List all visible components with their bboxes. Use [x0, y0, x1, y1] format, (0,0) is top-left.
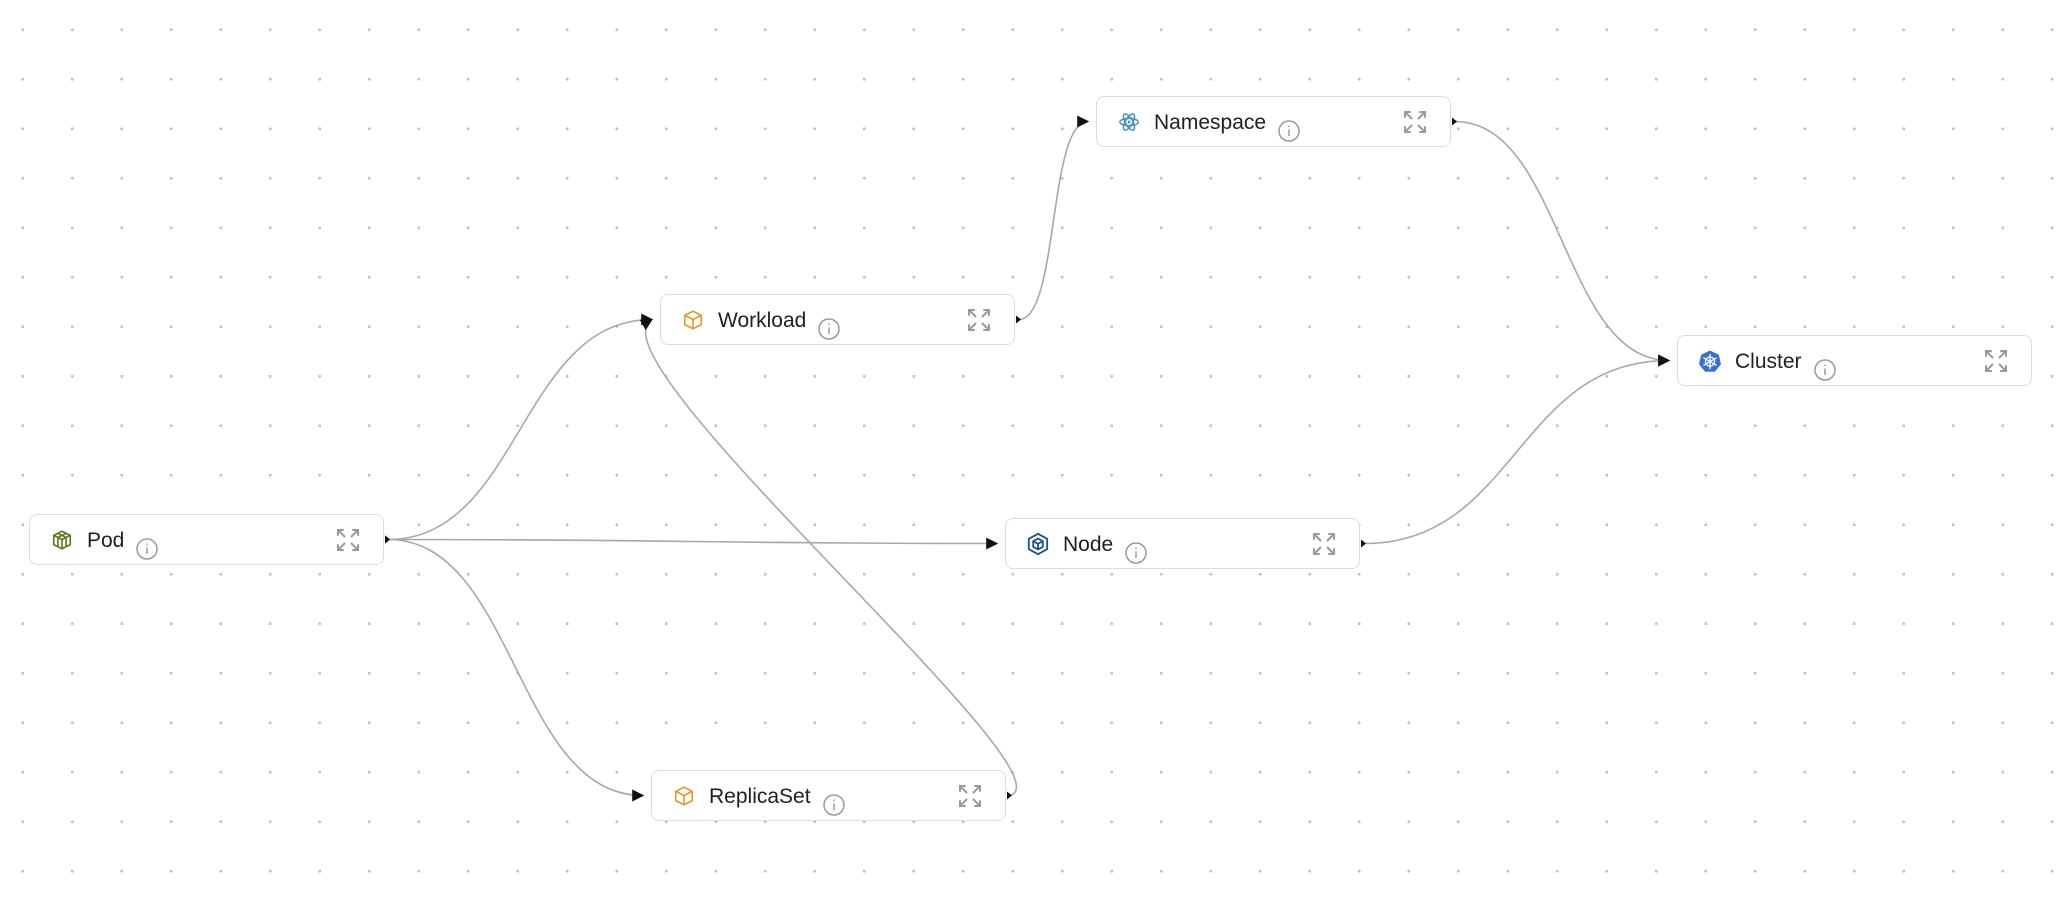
info-icon[interactable]	[135, 529, 159, 560]
node-pod[interactable]: Pod	[29, 514, 384, 565]
info-icon[interactable]	[817, 309, 841, 340]
source-port-node	[1361, 539, 1366, 548]
source-port-workload	[1016, 315, 1021, 324]
info-icon[interactable]	[1813, 350, 1837, 381]
source-port-replicaset	[1007, 791, 1012, 800]
node-replicaset[interactable]: ReplicaSet	[651, 770, 1006, 821]
expand-icon[interactable]	[1983, 348, 2009, 374]
info-icon[interactable]	[1124, 533, 1148, 564]
edge-workload-to-namespace	[1018, 115, 1090, 321]
node-label: Workload	[718, 309, 807, 332]
node-label: Node	[1063, 533, 1114, 556]
node-cluster[interactable]: Cluster	[1677, 335, 2032, 386]
edge-namespace-to-cluster	[1454, 120, 1671, 367]
node-workload[interactable]: Workload	[660, 294, 1015, 345]
edge-pod-to-workload	[387, 313, 654, 541]
node-label: Namespace	[1154, 111, 1267, 134]
expand-icon[interactable]	[966, 307, 992, 333]
source-port-namespace	[1452, 117, 1457, 126]
edge-replicaset-to-workload	[639, 318, 1018, 797]
node-namespace[interactable]: Namespace	[1096, 96, 1451, 147]
workload-cube-icon	[681, 308, 705, 332]
expand-icon[interactable]	[1311, 531, 1337, 557]
node-label: Pod	[87, 529, 125, 552]
node-cube-icon	[1026, 532, 1050, 556]
edge-pod-to-node	[387, 537, 999, 550]
pod-cube-icon	[50, 528, 74, 552]
info-icon[interactable]	[822, 785, 846, 816]
source-port-pod	[385, 535, 390, 544]
replicaset-cube-icon	[672, 784, 696, 808]
namespace-atom-icon	[1117, 110, 1141, 134]
cluster-helm-icon	[1698, 349, 1722, 373]
edge-node-to-cluster	[1363, 354, 1671, 545]
expand-icon[interactable]	[957, 783, 983, 809]
expand-icon[interactable]	[1402, 109, 1428, 135]
node-node[interactable]: Node	[1005, 518, 1360, 569]
info-icon[interactable]	[1277, 111, 1301, 142]
edge-pod-to-replicaset	[387, 538, 645, 802]
node-label: ReplicaSet	[709, 785, 811, 808]
node-label: Cluster	[1735, 350, 1802, 373]
expand-icon[interactable]	[335, 527, 361, 553]
